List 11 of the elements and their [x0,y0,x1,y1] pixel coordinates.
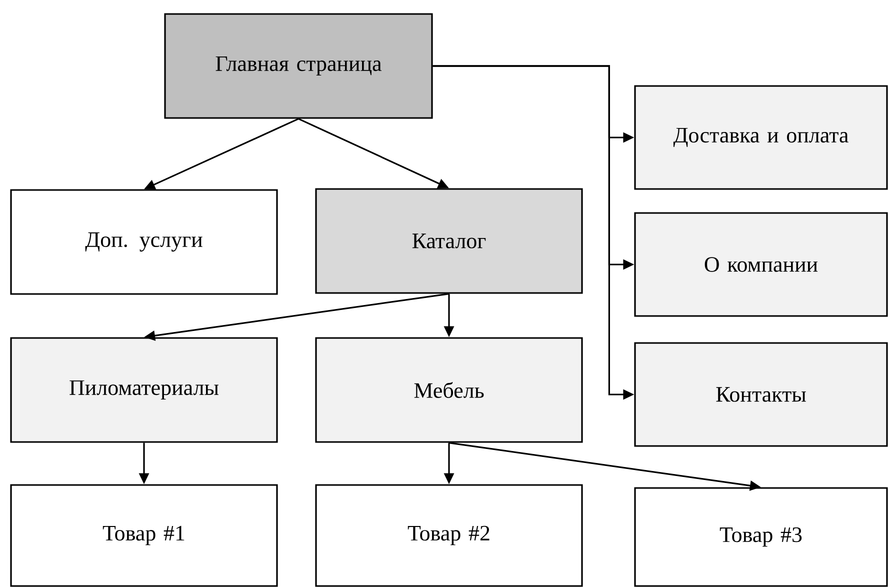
page-box: Товар #2 [315,484,583,587]
page-box: Пиломатериалы [10,337,278,443]
page-box: Доп. услуги [10,189,278,295]
page-box: Товар #1 [10,484,278,587]
page-box: Главная страница [164,13,433,119]
page-box: Доставка и оплата [634,85,888,190]
page-box: О компании [634,212,888,317]
page-box: Каталог [315,188,583,294]
page-box: Товар #3 [634,487,888,587]
page-box: Мебель [315,337,583,443]
page-box: Контакты [634,342,888,447]
